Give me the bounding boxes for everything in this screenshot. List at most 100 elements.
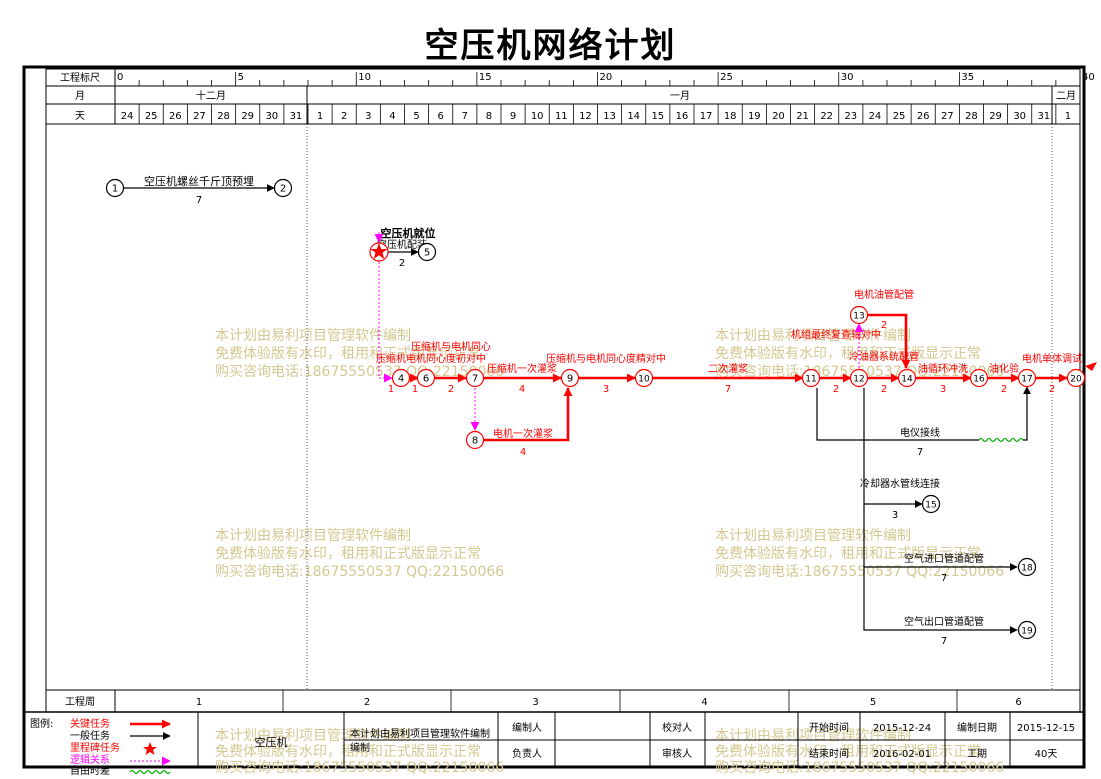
legend-critical: 关键任务 xyxy=(70,717,110,730)
task-duration: 7 xyxy=(725,384,731,395)
svg-text:本计划由易利项目管理软件编制: 本计划由易利项目管理软件编制 xyxy=(715,528,911,544)
legend-normal: 一般任务 xyxy=(70,729,110,742)
day-cell: 4 xyxy=(389,111,395,122)
node-circle xyxy=(969,368,989,388)
scale-tick-label: 20 xyxy=(600,72,613,83)
task-label: 电机油管配管 xyxy=(854,288,914,301)
day-cell: 16 xyxy=(676,111,689,122)
svg-text:本计划由易利项目管理软件编制: 本计划由易利项目管理软件编制 xyxy=(215,528,411,544)
day-cell: 23 xyxy=(844,111,857,122)
node-9: 9 xyxy=(567,374,573,385)
footer-compile-date-value: 2015-12-15 xyxy=(1017,723,1075,734)
node-circle xyxy=(560,368,580,388)
footer-end-value: 2016-02-01 xyxy=(873,749,931,760)
day-cell: 8 xyxy=(486,111,492,122)
scale-tick-label: 40 xyxy=(1082,72,1095,83)
task-duration: 1 xyxy=(388,384,394,395)
task-duration: 7 xyxy=(941,573,947,584)
day-cell: 30 xyxy=(265,111,278,122)
day-cell: 21 xyxy=(796,111,809,122)
svg-text:免费体验版有水印，租用和正式版显示正常: 免费体验版有水印，租用和正式版显示正常 xyxy=(215,546,481,562)
day-cell: 29 xyxy=(241,111,254,122)
day-cell: 12 xyxy=(579,111,592,122)
node-14: 14 xyxy=(901,375,913,385)
legend-float: 自由时差 xyxy=(70,764,110,777)
task-duration: 3 xyxy=(603,384,609,395)
day-cell: 24 xyxy=(869,111,882,122)
node-4: 4 xyxy=(398,374,404,385)
task-duration: 3 xyxy=(940,384,946,395)
task-label: 油循环冲洗 xyxy=(918,362,968,375)
critical-path xyxy=(409,313,1068,442)
task-label: 空压机配装 xyxy=(377,238,427,251)
month-december: 十二月 xyxy=(196,89,226,102)
task-label: 冷却器水管线连接 xyxy=(860,477,940,490)
day-cell: 10 xyxy=(531,111,544,122)
legend-label: 图例: xyxy=(30,717,53,730)
normal-branches xyxy=(816,386,1031,634)
footer-duration-label: 工期 xyxy=(967,748,987,760)
footer-compile-date-label: 编制日期 xyxy=(957,721,997,734)
task-duration: 2 xyxy=(881,320,887,331)
node-12: 12 xyxy=(853,375,864,385)
node-13: 13 xyxy=(853,312,864,322)
task-duration: 3 xyxy=(892,510,898,521)
svg-text:免费体验版有水印，租用和正式版显示正常: 免费体验版有水印，租用和正式版显示正常 xyxy=(215,346,481,362)
month-label: 月 xyxy=(75,90,85,102)
week-cell: 3 xyxy=(532,697,538,708)
task-duration: 7 xyxy=(196,195,202,206)
node-circle xyxy=(849,368,869,388)
task-label: 油化验 xyxy=(989,362,1019,375)
task-label: 压缩机与电机同心度精对中 xyxy=(546,352,666,365)
legend: 关键任务 一般任务 里程碑任务 逻辑关系 自由时差 xyxy=(70,717,120,777)
scale-tick-label: 10 xyxy=(358,72,371,83)
day-cell: 27 xyxy=(941,111,954,122)
svg-text:免费体验版有水印，租用和正式版显示正常: 免费体验版有水印，租用和正式版显示正常 xyxy=(715,744,981,760)
footer-reviewer-label: 审核人 xyxy=(662,747,692,760)
milestone-star-icon xyxy=(369,242,389,262)
node-17: 17 xyxy=(1021,375,1032,385)
day-cell: 5 xyxy=(413,111,419,122)
footer-compiler: 编制 xyxy=(350,741,370,754)
day-cell: 3 xyxy=(365,111,371,122)
legend-logic: 逻辑关系 xyxy=(70,753,110,766)
svg-text:免费体验版有水印，租用和正式版显示正常: 免费体验版有水印，租用和正式版显示正常 xyxy=(715,546,981,562)
svg-text:购买咨询电话:18675550537 QQ:22150066: 购买咨询电话:18675550537 QQ:22150066 xyxy=(215,564,504,580)
scale-tick-label: 25 xyxy=(720,72,733,83)
node-7: 7 xyxy=(472,374,478,385)
node-circle xyxy=(417,242,437,262)
day-cell: 24 xyxy=(121,111,134,122)
day-cell: 9 xyxy=(510,111,516,122)
scale-tick-label: 15 xyxy=(479,72,492,83)
day-cell: 17 xyxy=(700,111,713,122)
task-label: 压缩机一次灌浆 xyxy=(487,362,557,375)
day-cell: 28 xyxy=(965,111,978,122)
day-cell: 14 xyxy=(627,111,640,122)
day-cell: 20 xyxy=(772,111,785,122)
node-20: 20 xyxy=(1070,375,1082,385)
svg-text:本计划由易利项目管理软件编制: 本计划由易利项目管理软件编制 xyxy=(215,328,411,344)
day-cell: 31 xyxy=(290,111,303,122)
scale-tick-label: 35 xyxy=(961,72,974,83)
footer-start-label: 开始时间 xyxy=(809,721,849,734)
node-circle xyxy=(105,178,125,198)
week-cell: 2 xyxy=(364,697,370,708)
task-duration: 2 xyxy=(881,384,887,395)
task-label: 空气出口管道配管 xyxy=(904,615,984,628)
node-2: 2 xyxy=(280,184,286,195)
node-circle xyxy=(897,368,917,388)
footer-project: 空压机 xyxy=(255,735,288,749)
node-18: 18 xyxy=(1021,564,1033,574)
week-label: 工程周 xyxy=(65,696,95,708)
day-cell: 25 xyxy=(145,111,158,122)
task-duration: 2 xyxy=(1001,384,1007,395)
task-label: 压缩机电机同心度初对中 xyxy=(376,352,486,365)
task-duration: 1 xyxy=(412,384,418,395)
task-label: 空气进口管道配管 xyxy=(904,552,984,565)
node-circle xyxy=(921,494,941,514)
day-cell: 1 xyxy=(317,111,323,122)
node-circle xyxy=(273,178,293,198)
